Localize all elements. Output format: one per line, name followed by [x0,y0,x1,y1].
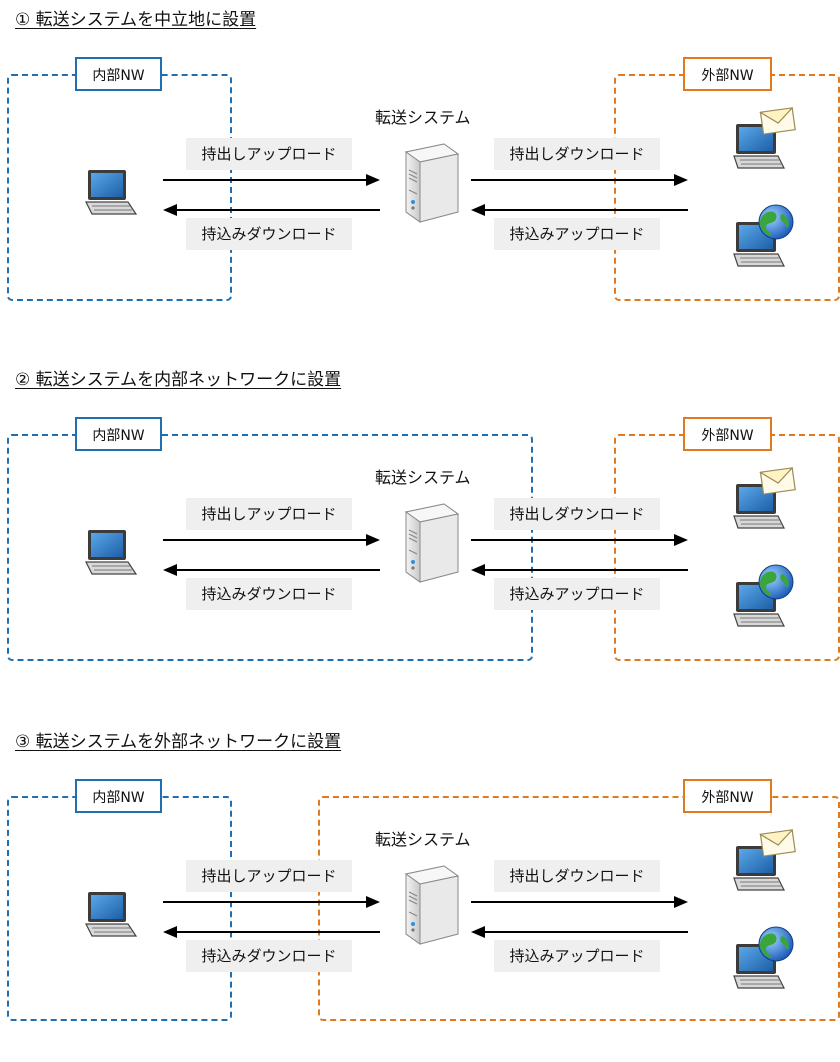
mail-computer-icon [732,464,796,534]
section-1: ① 転送システムを中立地に設置 内部NW 外部NW 転送システム 持出しアップロ… [0,0,840,340]
flow-label-in-download: 持込みダウンロード [186,940,352,972]
section-title: ③ 転送システムを外部ネットワークに設置 [15,732,342,752]
flow-label-in-download: 持込みダウンロード [186,218,352,250]
flow-label-in-download: 持込みダウンロード [186,578,352,610]
laptop-icon [82,528,138,578]
arrow-left [163,564,380,576]
arrow-left [471,564,688,576]
internal-network-zone [7,434,533,661]
arrow-left [163,926,380,938]
internal-network-label: 内部NW [75,779,162,813]
flow-label-out-upload: 持出しアップロード [186,138,352,170]
external-network-zone [614,74,840,301]
transfer-system-label: 転送システム [375,108,471,127]
section-title: ② 転送システムを内部ネットワークに設置 [15,370,342,390]
server-icon [396,862,462,948]
section-3: ③ 転送システムを外部ネットワークに設置 内部NW 外部NW 転送システム 持出… [0,722,840,1062]
transfer-system-label: 転送システム [375,468,471,487]
arrow-right [471,174,688,186]
flow-label-out-download: 持出しダウンロード [494,498,660,530]
server-icon [396,500,462,586]
external-network-zone [614,434,840,661]
flow-label-out-upload: 持出しアップロード [186,860,352,892]
mail-computer-icon [732,104,796,174]
arrow-left [471,926,688,938]
transfer-system-label: 転送システム [375,830,471,849]
external-network-label: 外部NW [683,417,772,451]
flow-label-out-download: 持出しダウンロード [494,138,660,170]
section-title: ① 転送システムを中立地に設置 [15,10,257,30]
laptop-icon [82,890,138,940]
arrow-right [163,534,380,546]
mail-computer-icon [732,826,796,896]
external-network-label: 外部NW [683,57,772,91]
flow-label-in-upload: 持込みアップロード [494,940,660,972]
internal-network-label: 内部NW [75,417,162,451]
arrow-right [471,896,688,908]
arrow-right [163,174,380,186]
flow-label-out-download: 持出しダウンロード [494,860,660,892]
arrow-left [471,204,688,216]
external-network-label: 外部NW [683,779,772,813]
laptop-icon [82,168,138,218]
server-icon [396,140,462,226]
arrow-left [163,204,380,216]
section-2: ② 転送システムを内部ネットワークに設置 内部NW 外部NW 転送システム 持出… [0,360,840,700]
globe-computer-icon [732,924,796,994]
internal-network-label: 内部NW [75,57,162,91]
flow-label-out-upload: 持出しアップロード [186,498,352,530]
arrow-right [471,534,688,546]
flow-label-in-upload: 持込みアップロード [494,218,660,250]
globe-computer-icon [732,202,796,272]
external-network-zone [318,796,840,1021]
arrow-right [163,896,380,908]
flow-label-in-upload: 持込みアップロード [494,578,660,610]
globe-computer-icon [732,562,796,632]
